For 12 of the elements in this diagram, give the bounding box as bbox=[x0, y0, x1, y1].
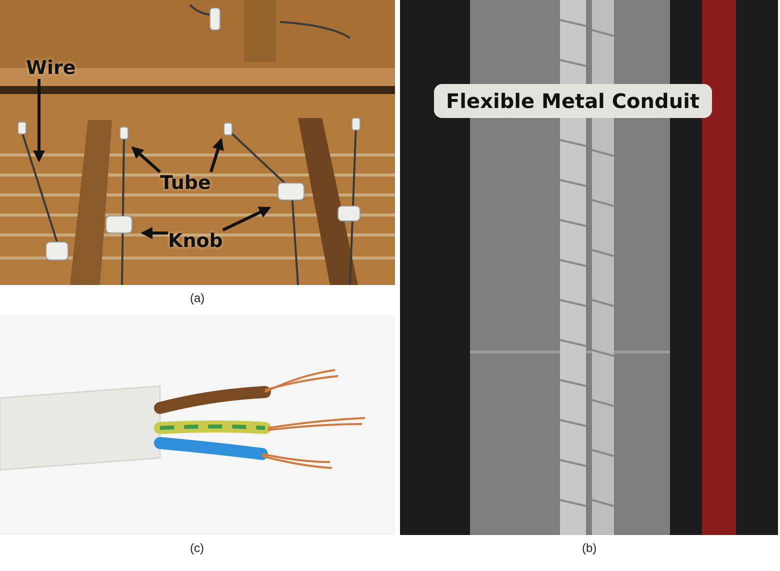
callout-label: Knob bbox=[168, 230, 223, 252]
callout-label: Tube bbox=[160, 172, 211, 194]
leader-arrow bbox=[33, 79, 45, 162]
leader-arrow bbox=[222, 206, 272, 232]
title-tag: Flexible Metal Conduit bbox=[434, 84, 712, 118]
panel-caption: (a) bbox=[190, 291, 205, 305]
callout-label: Wire bbox=[26, 57, 76, 79]
leader-arrow bbox=[131, 146, 161, 174]
leader-arrow bbox=[209, 138, 224, 172]
panel-caption: (b) bbox=[582, 541, 597, 555]
panel-caption: (c) bbox=[190, 541, 204, 555]
leader-arrow bbox=[140, 227, 168, 239]
